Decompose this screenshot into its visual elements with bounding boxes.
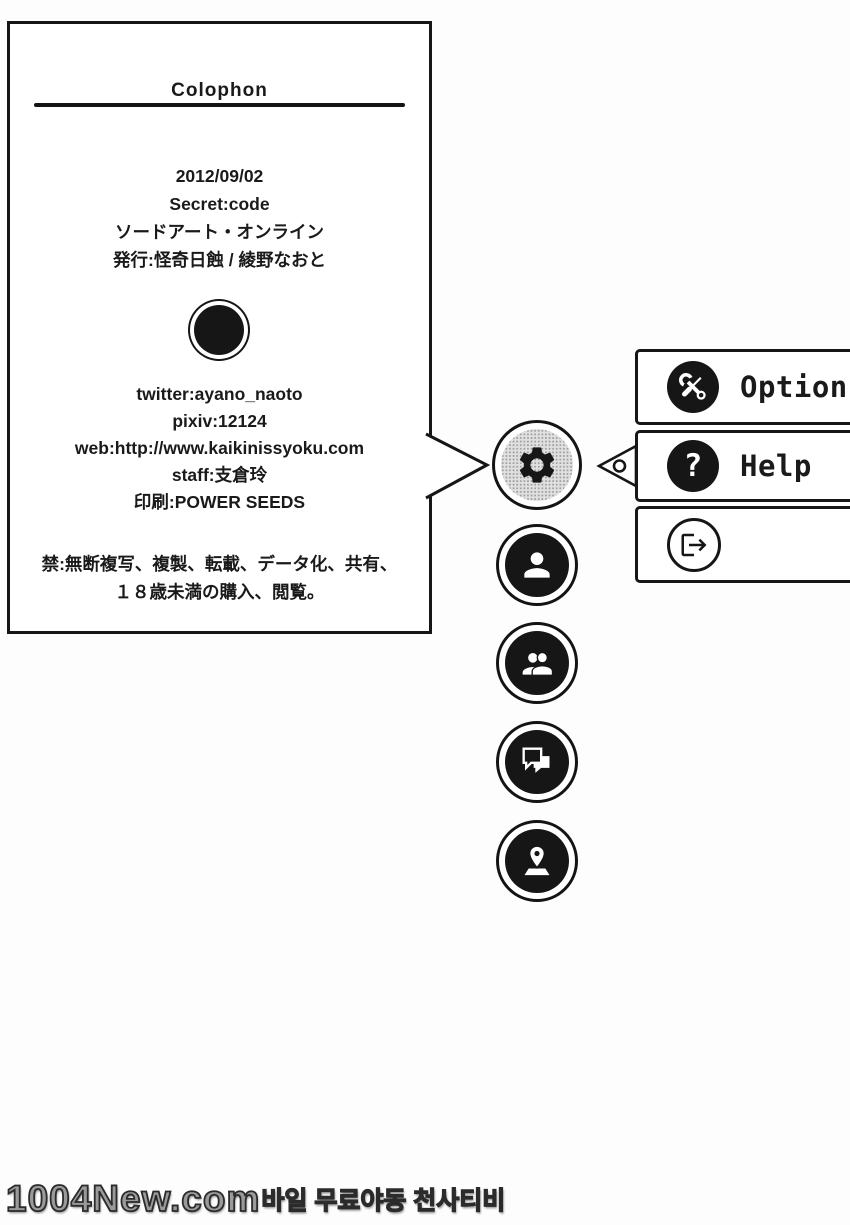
publisher-line: 発行:怪奇日蝕 / 綾野なおと (113, 250, 326, 270)
colophon-panel: Colophon 2012/09/02 Secret:code ソードアート・オ… (7, 21, 432, 634)
book-title: Secret:code (169, 194, 270, 214)
staff-line: staff:支倉玲 (171, 465, 268, 485)
menu-item-option[interactable]: Option (635, 349, 850, 425)
contact-info: twitter:ayano_naoto pixiv:12124 web:http… (10, 381, 429, 516)
tools-icon (667, 361, 719, 413)
menu-item-logout[interactable] (635, 506, 850, 583)
speech-bubble-tail (425, 432, 491, 500)
pixiv-line: pixiv:12124 (172, 411, 267, 431)
watermark-tagline: 바일 무료야동 천사티비 (261, 1186, 506, 1215)
menu-pointer-tail (596, 443, 638, 489)
series-title: ソードアート・オンライン (115, 222, 324, 242)
chat-icon (505, 730, 569, 794)
nav-player-button[interactable] (496, 524, 578, 606)
help-label: Help (740, 449, 812, 483)
question-icon: ? (667, 440, 719, 492)
gear-icon (501, 429, 573, 501)
person-icon (505, 533, 569, 597)
avatar-dot-icon (194, 305, 244, 355)
publication-meta: 2012/09/02 Secret:code ソードアート・オンライン 発行:怪… (10, 162, 429, 274)
option-label: Option (740, 370, 848, 404)
nav-party-button[interactable] (496, 622, 578, 704)
people-icon (505, 631, 569, 695)
logout-icon (667, 517, 721, 572)
twitter-line: twitter:ayano_naoto (136, 384, 303, 404)
title-divider (34, 103, 405, 107)
nav-settings-button[interactable] (492, 420, 582, 510)
web-line: web:http://www.kaikinissyoku.com (74, 438, 365, 458)
menu-item-help[interactable]: ? Help (635, 430, 850, 502)
copyright-warning: 禁:無断複写、複製、転載、データ化、共有、 １８歳未満の購入、閲覧。 (41, 554, 398, 602)
release-date: 2012/09/02 (175, 166, 264, 186)
watermark-site: 1004New.com (5, 1177, 261, 1220)
map-pin-icon (505, 829, 569, 893)
nav-messages-button[interactable] (496, 721, 578, 803)
nav-map-button[interactable] (496, 820, 578, 902)
page-title: Colophon (171, 80, 268, 101)
printer-line: 印刷:POWER SEEDS (133, 492, 306, 512)
